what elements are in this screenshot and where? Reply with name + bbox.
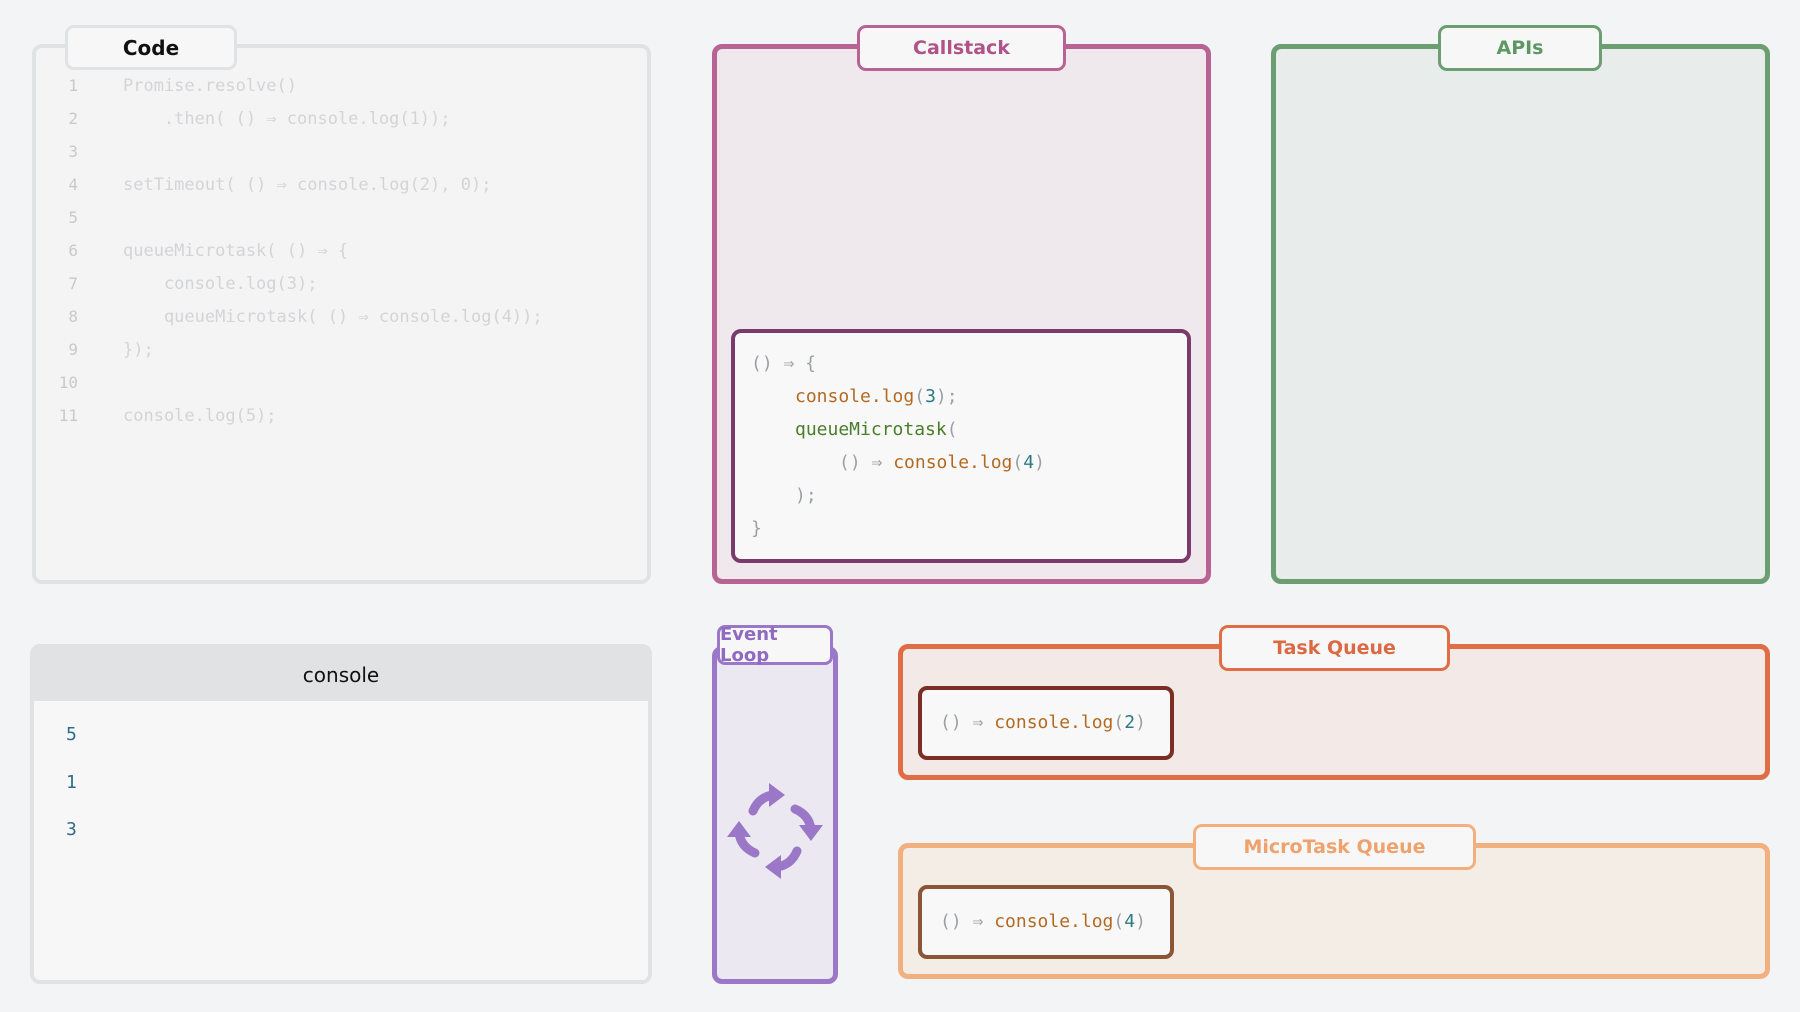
frame-token: ( (1012, 452, 1023, 473)
line-number: 11 (32, 406, 78, 425)
item-token: console.log (994, 712, 1113, 733)
frame-line-2: console.log(3); (795, 386, 958, 407)
line-number: 4 (32, 175, 78, 194)
line-number: 1 (32, 76, 78, 95)
item-token: ( (1113, 712, 1124, 733)
line-number: 9 (32, 340, 78, 359)
frame-token: ( (914, 386, 925, 407)
frame-token: queueMicrotask (795, 419, 947, 440)
callstack-frame: () ⇒ { console.log(3); queueMicrotask( (… (731, 329, 1191, 563)
frame-line-5: ); (795, 485, 817, 506)
frame-token: 3 (925, 386, 936, 407)
item-token: 4 (1124, 911, 1135, 932)
line-number: 7 (32, 274, 78, 293)
code-text: }); (123, 340, 154, 360)
microtask-queue-item: () ⇒ console.log(4) (918, 885, 1174, 959)
code-text: .then( () ⇒ console.log(1)); (123, 109, 451, 129)
item-token: () ⇒ (940, 712, 994, 733)
item-token: ) (1135, 911, 1146, 932)
code-text: queueMicrotask( () ⇒ console.log(4)); (123, 307, 543, 327)
callstack-title: Callstack (857, 25, 1066, 71)
item-token: ) (1135, 712, 1146, 733)
item-token: () ⇒ (940, 911, 994, 932)
code-text: queueMicrotask( () ⇒ { (123, 241, 348, 261)
frame-line-1: () ⇒ { (751, 353, 816, 374)
frame-line-4: () ⇒ console.log(4) (839, 452, 1045, 473)
event-loop-title: Event Loop (717, 625, 833, 665)
line-number: 5 (32, 208, 78, 227)
loop-arrows-icon (725, 781, 825, 881)
item-token: 2 (1124, 712, 1135, 733)
line-number: 8 (32, 307, 78, 326)
microtask-item-text: () ⇒ console.log(4) (940, 911, 1146, 932)
code-text: Promise.resolve() (123, 76, 297, 96)
line-number: 6 (32, 241, 78, 260)
apis-title: APIs (1438, 25, 1602, 71)
frame-line-6: } (751, 518, 762, 539)
event-loop-panel (712, 646, 838, 984)
frame-line-3: queueMicrotask( (795, 419, 958, 440)
frame-token: console.log (893, 452, 1012, 473)
console-output-line: 5 (66, 724, 77, 745)
item-token: console.log (994, 911, 1113, 932)
code-title: Code (65, 25, 237, 70)
console-title: console (34, 648, 648, 701)
code-text: console.log(5); (123, 406, 277, 426)
frame-token: () ⇒ (839, 452, 893, 473)
console-panel: console 5 1 3 (30, 644, 652, 984)
line-number: 3 (32, 142, 78, 161)
task-item-text: () ⇒ console.log(2) (940, 712, 1146, 733)
frame-token: console.log (795, 386, 914, 407)
frame-token: 4 (1023, 452, 1034, 473)
console-output-line: 3 (66, 819, 77, 840)
frame-token: ) (1034, 452, 1045, 473)
line-number: 10 (32, 373, 78, 392)
microtask-queue-title: MicroTask Queue (1193, 824, 1476, 870)
task-queue-item: () ⇒ console.log(2) (918, 686, 1174, 760)
console-output-line: 1 (66, 772, 77, 793)
line-number: 2 (32, 109, 78, 128)
code-text: console.log(3); (123, 274, 317, 294)
task-queue-title: Task Queue (1219, 625, 1450, 671)
code-text: setTimeout( () ⇒ console.log(2), 0); (123, 175, 491, 195)
item-token: ( (1113, 911, 1124, 932)
frame-token: ( (947, 419, 958, 440)
frame-token: ); (936, 386, 958, 407)
apis-panel (1271, 44, 1770, 584)
